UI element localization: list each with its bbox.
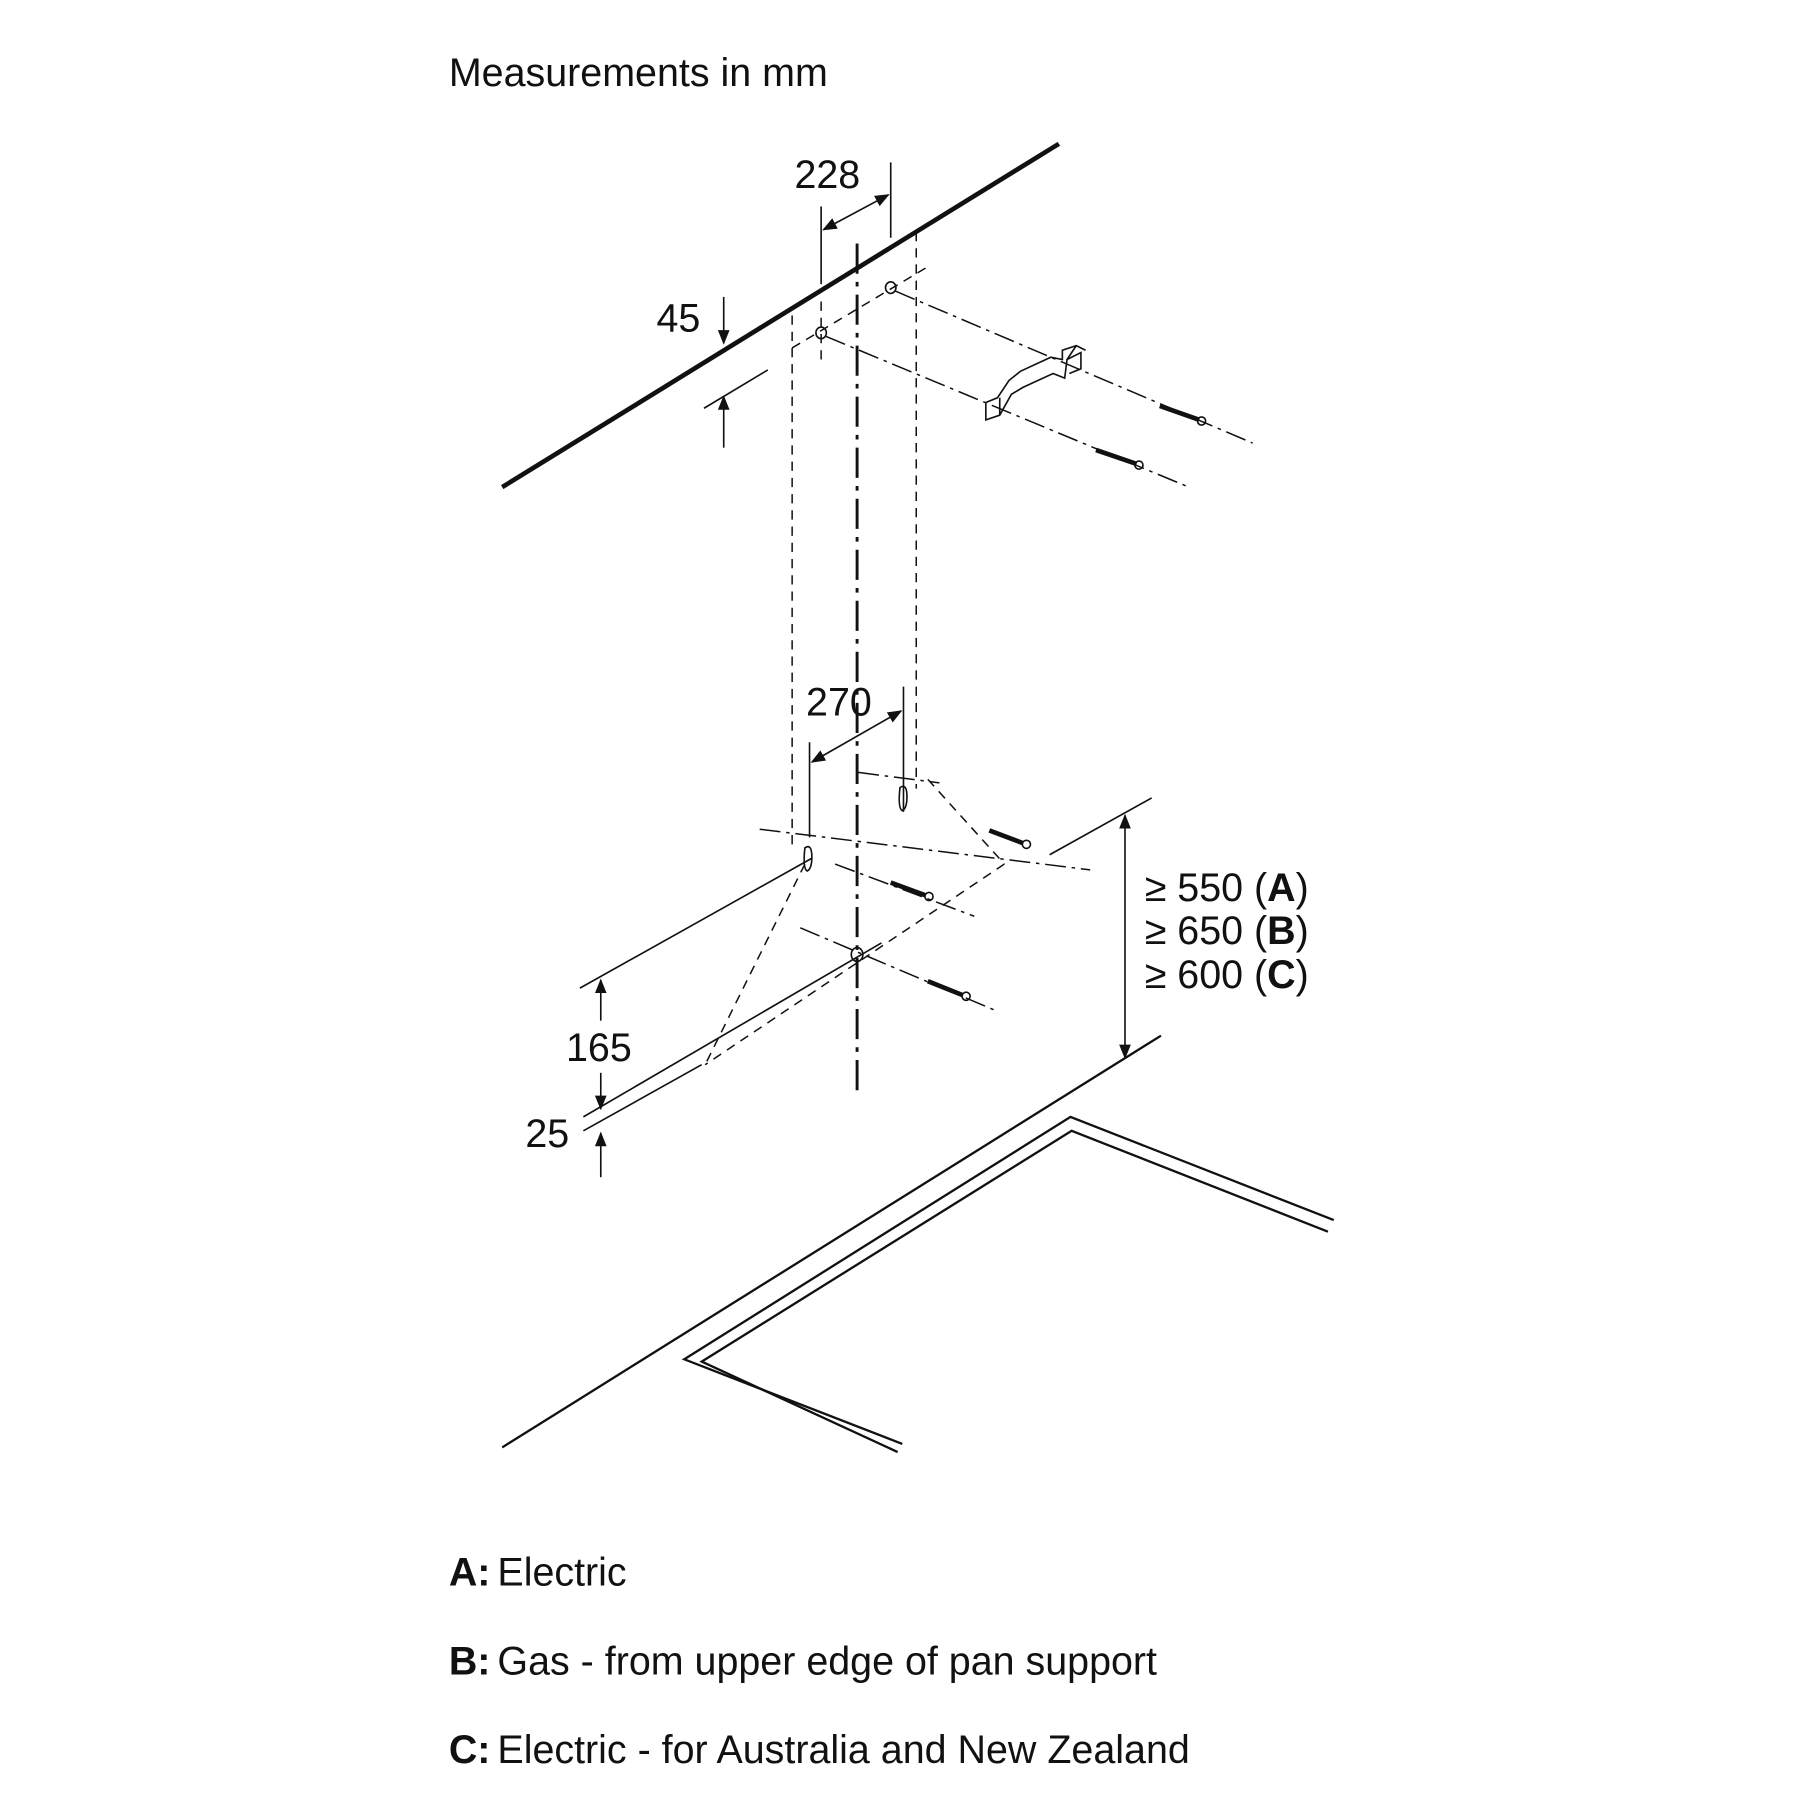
screw-icon: [926, 979, 971, 1002]
dimension-165: 165: [566, 978, 632, 1111]
screw-icon: [889, 880, 934, 902]
cooktop-outline: [681, 1115, 1335, 1454]
screw-icon: [988, 828, 1032, 850]
dim-165-label: 165: [566, 1026, 632, 1070]
dim-228-label: 228: [794, 153, 860, 197]
svg-text:C:Electric - for Australia and: C:Electric - for Australia and New Zeala…: [449, 1728, 1190, 1772]
worktop-edge: [501, 1034, 1162, 1449]
dimension-45: 45: [656, 297, 769, 448]
clearance-a: ≥ 550 (A): [1145, 866, 1309, 910]
svg-text:A:Electric: A:Electric: [449, 1550, 627, 1594]
dimension-228: 228: [794, 153, 892, 285]
ceiling-hole-icon: [815, 326, 828, 340]
ceiling-line: [500, 141, 1061, 490]
dim-45-label: 45: [656, 297, 700, 341]
screw-icon: [1159, 403, 1207, 426]
dim-270-label: 270: [806, 681, 872, 725]
dimension-270: 270: [806, 681, 905, 838]
dim-25-label: 25: [525, 1112, 569, 1156]
keyhole-slot-icon: [898, 785, 908, 812]
clearance-c: ≥ 600 (C): [1145, 953, 1309, 997]
clearance-b: ≥ 650 (B): [1145, 909, 1309, 953]
measurements-title: Measurements in mm: [449, 51, 828, 95]
clearance-labels: ≥ 550 (A) ≥ 650 (B) ≥ 600 (C): [1145, 866, 1309, 997]
ceiling-hole-icon: [884, 281, 897, 295]
legend: A:Electric B:Gas - from upper edge of pa…: [449, 1550, 1190, 1771]
screw-icon: [1095, 447, 1144, 470]
dimension-25: 25: [525, 1112, 607, 1178]
mounting-bracket-icon: [985, 344, 1086, 421]
svg-text:B:Gas - from upper edge of pan: B:Gas - from upper edge of pan support: [449, 1640, 1157, 1684]
